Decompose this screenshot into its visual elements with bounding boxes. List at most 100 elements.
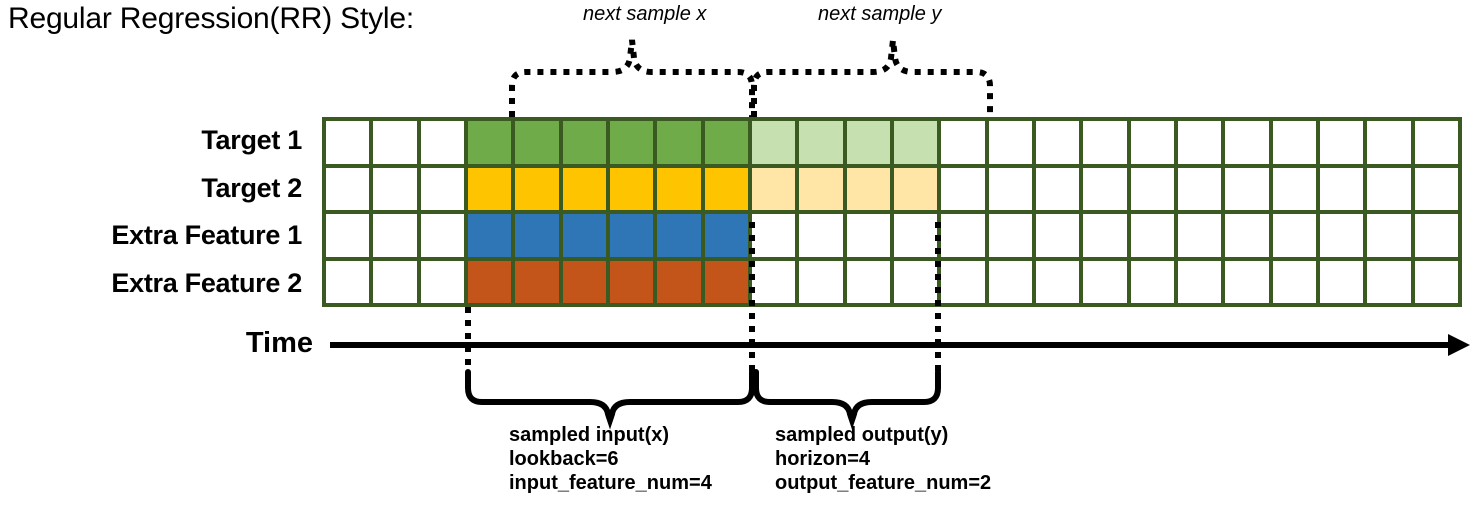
grid-cell xyxy=(467,167,512,210)
grid-row-extra-feature-1 xyxy=(326,214,1458,257)
grid-cell xyxy=(1319,121,1364,164)
caption-output-line-3: output_feature_num=2 xyxy=(775,472,992,494)
grid-row-target-2 xyxy=(326,167,1458,210)
grid-cell xyxy=(609,121,654,164)
grid-cell xyxy=(1414,167,1458,210)
grid-cell xyxy=(1035,214,1080,257)
grid-cell xyxy=(1130,260,1174,303)
grid-cell xyxy=(799,167,843,210)
grid-cell xyxy=(1414,214,1458,257)
grid-cell xyxy=(1177,214,1222,257)
grid-cell xyxy=(988,214,1032,257)
grid-cell xyxy=(846,121,890,164)
grid-cell xyxy=(657,121,701,164)
grid-cell xyxy=(1083,260,1127,303)
grid-cell xyxy=(704,260,748,303)
grid-cell xyxy=(1225,214,1269,257)
grid-cell xyxy=(988,121,1032,164)
caption-input-line-1: sampled input(x) xyxy=(509,424,670,446)
caption-input-line-3: input_feature_num=4 xyxy=(509,472,712,494)
grid-cell xyxy=(799,121,843,164)
grid-cell xyxy=(893,167,938,210)
grid-cell xyxy=(515,214,559,257)
grid-cell xyxy=(609,260,654,303)
grid-cell xyxy=(657,260,701,303)
time-axis-arrow xyxy=(330,334,1470,356)
grid-cell xyxy=(467,121,512,164)
grid-cell xyxy=(373,167,417,210)
grid-row-extra-feature-2 xyxy=(326,260,1458,303)
grid-cell xyxy=(1083,121,1127,164)
grid-cell xyxy=(799,214,843,257)
grid-cell xyxy=(420,214,464,257)
row-label-extra-feature-2: Extra Feature 2 xyxy=(111,267,302,298)
caption-sampled-output: sampled output(y) horizon=4 output_featu… xyxy=(775,423,991,495)
grid-cell xyxy=(326,167,370,210)
grid-cell xyxy=(420,167,464,210)
grid-cell xyxy=(657,167,701,210)
grid-cell xyxy=(1130,167,1174,210)
grid-cell xyxy=(1272,214,1316,257)
grid-row-target-1 xyxy=(326,121,1458,164)
grid-cell xyxy=(1225,260,1269,303)
grid-cell xyxy=(893,121,938,164)
grid-cell xyxy=(751,121,796,164)
grid-cell xyxy=(657,214,701,257)
grid-cell xyxy=(562,260,606,303)
grid-cell xyxy=(609,214,654,257)
grid-cell xyxy=(1414,260,1458,303)
grid-cell xyxy=(1083,167,1127,210)
grid-cell xyxy=(1177,121,1222,164)
annotation-next-sample-y: next sample y xyxy=(818,3,942,25)
grid-cell xyxy=(467,260,512,303)
grid-cell xyxy=(1225,121,1269,164)
caption-input-line-2: lookback=6 xyxy=(509,448,619,470)
bottom-brace-input xyxy=(465,369,755,430)
page-title: Regular Regression(RR) Style: xyxy=(8,2,415,35)
caption-output-line-2: horizon=4 xyxy=(775,448,871,470)
caption-sampled-input: sampled input(x) lookback=6 input_featur… xyxy=(509,423,712,495)
grid-cell xyxy=(515,121,559,164)
grid-cell xyxy=(893,214,938,257)
timeline-grid xyxy=(322,117,1462,307)
grid-cell xyxy=(846,260,890,303)
grid-cell xyxy=(1414,121,1458,164)
annotation-next-sample-x: next sample x xyxy=(583,3,707,25)
grid-cell xyxy=(1177,167,1222,210)
grid-cell xyxy=(941,260,985,303)
grid-cell xyxy=(1367,214,1411,257)
grid-cell xyxy=(1130,214,1174,257)
grid-cell xyxy=(1319,167,1364,210)
grid-cell xyxy=(373,121,417,164)
grid-cell xyxy=(751,260,796,303)
grid-cell xyxy=(562,167,606,210)
grid-cell xyxy=(562,121,606,164)
grid-cell xyxy=(1367,260,1411,303)
top-brace-y xyxy=(751,39,993,117)
grid-cell xyxy=(988,260,1032,303)
grid-cell xyxy=(1272,260,1316,303)
grid-cell xyxy=(941,167,985,210)
grid-cell xyxy=(1367,121,1411,164)
grid-cell xyxy=(1319,214,1364,257)
grid-cell xyxy=(515,167,559,210)
grid-cell xyxy=(420,260,464,303)
grid-cell xyxy=(1083,214,1127,257)
grid-cell xyxy=(373,260,417,303)
top-brace-x xyxy=(509,39,755,117)
grid-cell xyxy=(467,214,512,257)
grid-cell xyxy=(515,260,559,303)
grid-cell xyxy=(704,214,748,257)
grid-cell xyxy=(1035,167,1080,210)
grid-cell xyxy=(420,121,464,164)
caption-output-line-1: sampled output(y) xyxy=(775,424,949,446)
grid-cell xyxy=(1035,121,1080,164)
grid-cell xyxy=(609,167,654,210)
row-label-target-1: Target 1 xyxy=(201,125,302,156)
grid-cell xyxy=(846,214,890,257)
grid-cell xyxy=(893,260,938,303)
grid-cell xyxy=(1367,167,1411,210)
grid-cell xyxy=(1130,121,1174,164)
grid-cell xyxy=(751,167,796,210)
grid-cell xyxy=(373,214,417,257)
